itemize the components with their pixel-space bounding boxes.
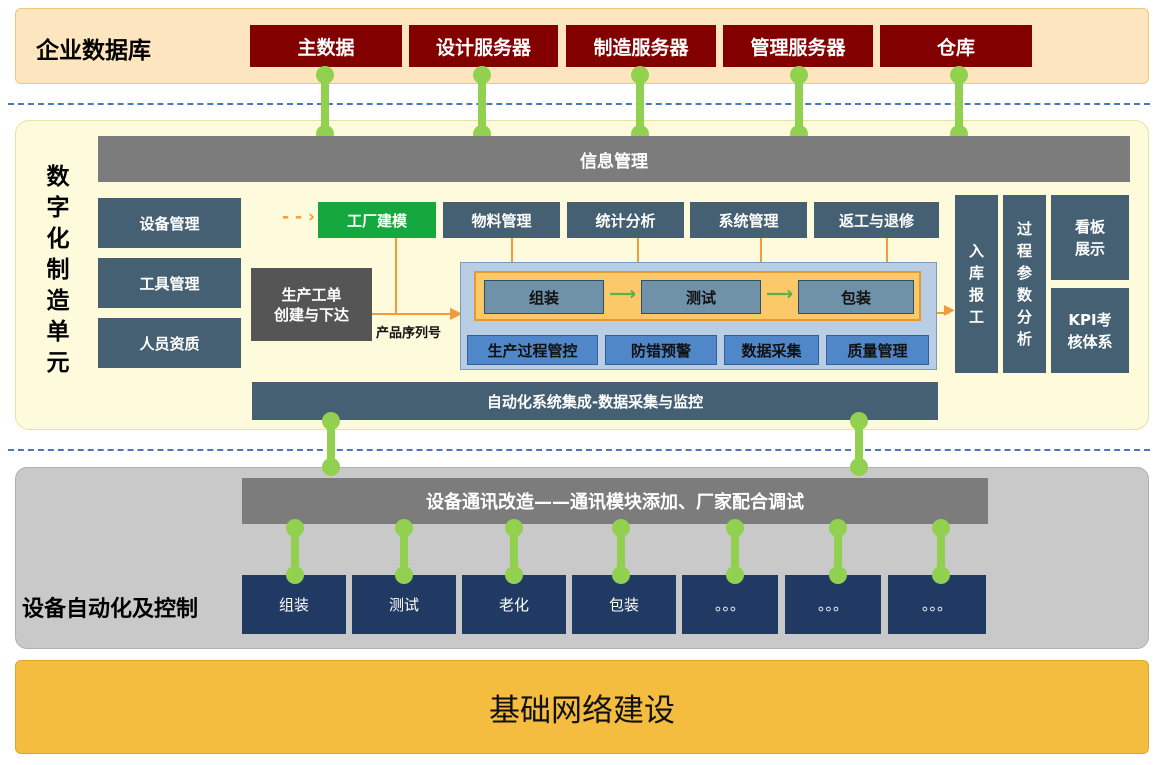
- connector-dot: [829, 566, 847, 584]
- connector-design: [478, 74, 486, 134]
- connector-dot: [932, 519, 950, 537]
- module-quality-mgmt: 质量管理: [826, 335, 929, 365]
- module-error-proofing: 防错预警: [605, 335, 717, 365]
- step-testing: 测试: [641, 280, 761, 314]
- device-more-3: 。。。: [888, 575, 986, 634]
- connector-dot: [395, 519, 413, 537]
- module-process-parameter-analysis: 过程参数分析: [1003, 195, 1046, 373]
- connector-dot: [322, 458, 340, 476]
- connector-dot: [631, 66, 649, 84]
- module-rework-repair: 返工与退修: [814, 202, 939, 238]
- connector-device: [937, 530, 945, 575]
- connector-device: [400, 530, 408, 575]
- connector-management: [795, 74, 803, 134]
- server-manufacturing: 制造服务器: [566, 25, 716, 67]
- network-label: 基础网络建设: [489, 692, 675, 729]
- connector-dot: [505, 519, 523, 537]
- line-factory-down: [395, 238, 397, 314]
- connector-dot: [473, 66, 491, 84]
- line-rework-down: [886, 238, 888, 262]
- line-stats-down: [637, 238, 639, 262]
- server-warehouse: 仓库: [880, 25, 1032, 67]
- server-design: 设计服务器: [409, 25, 558, 67]
- module-warehouse-report: 入库报工: [955, 195, 998, 373]
- network-infrastructure-band: 基础网络建设: [15, 660, 1149, 754]
- connector-dot: [395, 566, 413, 584]
- connector-device: [291, 530, 299, 575]
- enterprise-label: 企业数据库: [36, 38, 151, 64]
- divider-dashed-bottom: [8, 449, 1150, 451]
- step-packaging: 包装: [798, 280, 914, 314]
- connector-dot: [316, 66, 334, 84]
- connector-dot: [932, 566, 950, 584]
- connector-device: [731, 530, 739, 575]
- line-system-down: [760, 238, 762, 262]
- connector-dot: [829, 519, 847, 537]
- module-personnel-qualification: 人员资质: [98, 318, 241, 368]
- device-packaging: 包装: [572, 575, 676, 634]
- connector-device: [510, 530, 518, 575]
- arrow-right-icon: ▶: [944, 302, 955, 318]
- module-system-mgmt: 系统管理: [690, 202, 807, 238]
- connector-manufacturing: [636, 74, 644, 134]
- module-statistical-analysis: 统计分析: [567, 202, 684, 238]
- mes-label: 数字化制造单元: [46, 164, 70, 376]
- device-more-2: 。。。: [785, 575, 881, 634]
- connector-dot: [850, 412, 868, 430]
- connector-dot: [505, 566, 523, 584]
- module-data-acquisition: 数据采集: [724, 335, 819, 365]
- step-assembly: 组装: [484, 280, 604, 314]
- connector-dot: [950, 66, 968, 84]
- device-aging: 老化: [462, 575, 566, 634]
- arrow-right-icon: ⟶: [766, 283, 794, 305]
- info-management-bar: 信息管理: [98, 136, 1130, 182]
- module-factory-modeling: 工厂建模: [318, 202, 436, 238]
- module-tool-mgmt: 工具管理: [98, 258, 241, 308]
- connector-warehouse: [955, 74, 963, 134]
- connector-dot: [790, 66, 808, 84]
- automation-integration-bar: 自动化系统集成-数据采集与监控: [252, 382, 938, 420]
- module-kpi-system: KPI考 核体系: [1051, 288, 1129, 373]
- connector-dot: [322, 412, 340, 430]
- server-management: 管理服务器: [723, 25, 873, 67]
- work-order-creation: 生产工单 创建与下达: [251, 268, 372, 341]
- module-board-display: 看板展示: [1051, 195, 1129, 280]
- dashed-arrow-icon: - - ›: [282, 207, 315, 227]
- connector-device: [834, 530, 842, 575]
- connector-master-data: [321, 74, 329, 134]
- serial-number-label: 产品序列号: [376, 326, 442, 341]
- communication-retrofit-bar: 设备通讯改造——通讯模块添加、厂家配合调试: [242, 478, 988, 524]
- divider-dashed-top: [8, 103, 1150, 105]
- connector-integration-left: [327, 422, 335, 469]
- connector-dot: [286, 519, 304, 537]
- device-testing: 测试: [352, 575, 456, 634]
- connector-dot: [612, 519, 630, 537]
- arrow-right-icon: ▶: [450, 303, 463, 322]
- module-equipment-mgmt: 设备管理: [98, 198, 241, 248]
- connector-dot: [726, 566, 744, 584]
- connector-integration-right: [855, 422, 863, 469]
- module-process-control: 生产过程管控: [467, 335, 598, 365]
- device-more-1: 。。。: [682, 575, 778, 634]
- device-assembly: 组装: [242, 575, 346, 634]
- module-material-mgmt: 物料管理: [443, 202, 560, 238]
- connector-dot: [726, 519, 744, 537]
- connector-device: [617, 530, 625, 575]
- connector-dot: [286, 566, 304, 584]
- connector-dot: [850, 458, 868, 476]
- line-to-process-panel: [372, 313, 456, 315]
- equipment-label: 设备自动化及控制: [22, 597, 199, 622]
- line-material-down: [511, 238, 513, 262]
- connector-dot: [612, 566, 630, 584]
- line-to-warehouse-report: [937, 312, 949, 314]
- arrow-right-icon: ⟶: [609, 283, 637, 305]
- server-master-data: 主数据: [250, 25, 402, 67]
